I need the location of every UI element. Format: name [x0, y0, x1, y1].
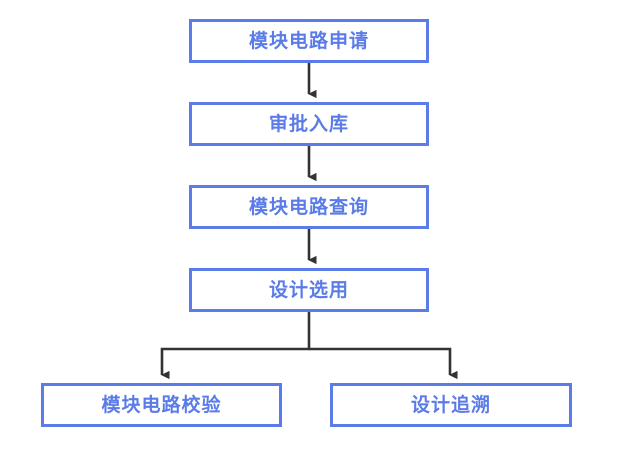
node-module-circuit-query[interactable]: 模块电路查询: [189, 185, 429, 229]
edge-n4-n6: [309, 347, 458, 380]
node-design-traceability[interactable]: 设计追溯: [330, 383, 572, 427]
node-label: 模块电路申请: [248, 29, 369, 52]
node-label: 审批入库: [268, 112, 349, 135]
node-approval-storage[interactable]: 审批入库: [189, 102, 429, 146]
node-label: 模块电路查询: [248, 195, 369, 218]
node-label: 模块电路校验: [101, 393, 222, 416]
node-label: 设计选用: [268, 278, 349, 301]
edge-n4-n5: [160, 312, 311, 380]
node-design-selection[interactable]: 设计选用: [189, 268, 429, 312]
node-module-circuit-verification[interactable]: 模块电路校验: [41, 383, 282, 427]
node-module-circuit-application[interactable]: 模块电路申请: [189, 19, 429, 63]
node-label: 设计追溯: [410, 393, 491, 416]
